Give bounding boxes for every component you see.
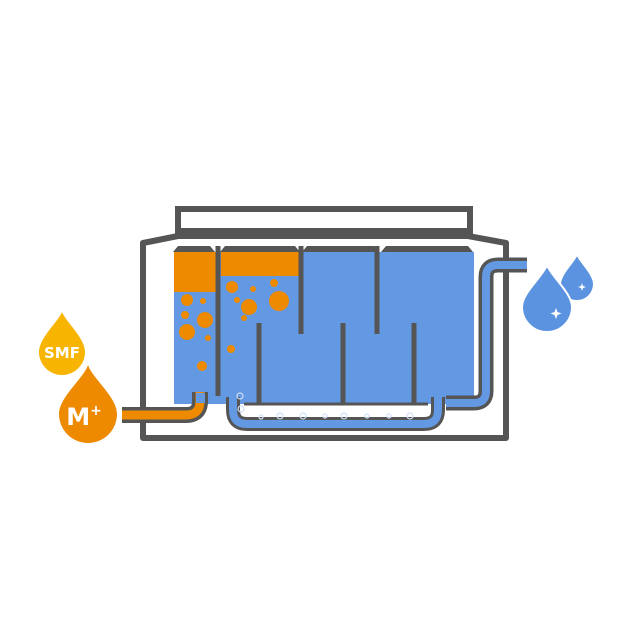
smf-label: SMF xyxy=(44,344,80,362)
inlet-mouth xyxy=(196,393,205,403)
smf-drop: SMF xyxy=(39,312,85,375)
oil-layer-chamber-1 xyxy=(174,252,216,292)
water-drop-small-icon xyxy=(558,251,596,302)
weir-caps xyxy=(173,246,473,252)
m-plus-drop-icon xyxy=(59,365,117,443)
outlet-pipe-fluid xyxy=(446,261,527,407)
water-drop-large-icon xyxy=(520,262,574,333)
oil-droplets xyxy=(179,279,289,371)
sparkle-small-icon xyxy=(578,283,586,291)
m-plus-drop: M+ xyxy=(59,365,117,443)
tank-outer-wall xyxy=(140,233,509,441)
bottom-channel-water xyxy=(229,397,442,428)
m-plus-superscript: + xyxy=(90,403,102,419)
water-compartment xyxy=(174,252,474,404)
smf-drop-icon xyxy=(39,312,85,375)
tank-lid xyxy=(175,206,473,234)
baffle-walls xyxy=(215,246,417,404)
clean-water-drops xyxy=(520,251,596,333)
sparkle-icon xyxy=(550,308,562,319)
oil-layer-chamber-2 xyxy=(221,252,299,276)
air-bubbles xyxy=(236,392,414,420)
m-plus-letter: M xyxy=(66,403,90,431)
m-plus-label: M+ xyxy=(66,403,102,431)
